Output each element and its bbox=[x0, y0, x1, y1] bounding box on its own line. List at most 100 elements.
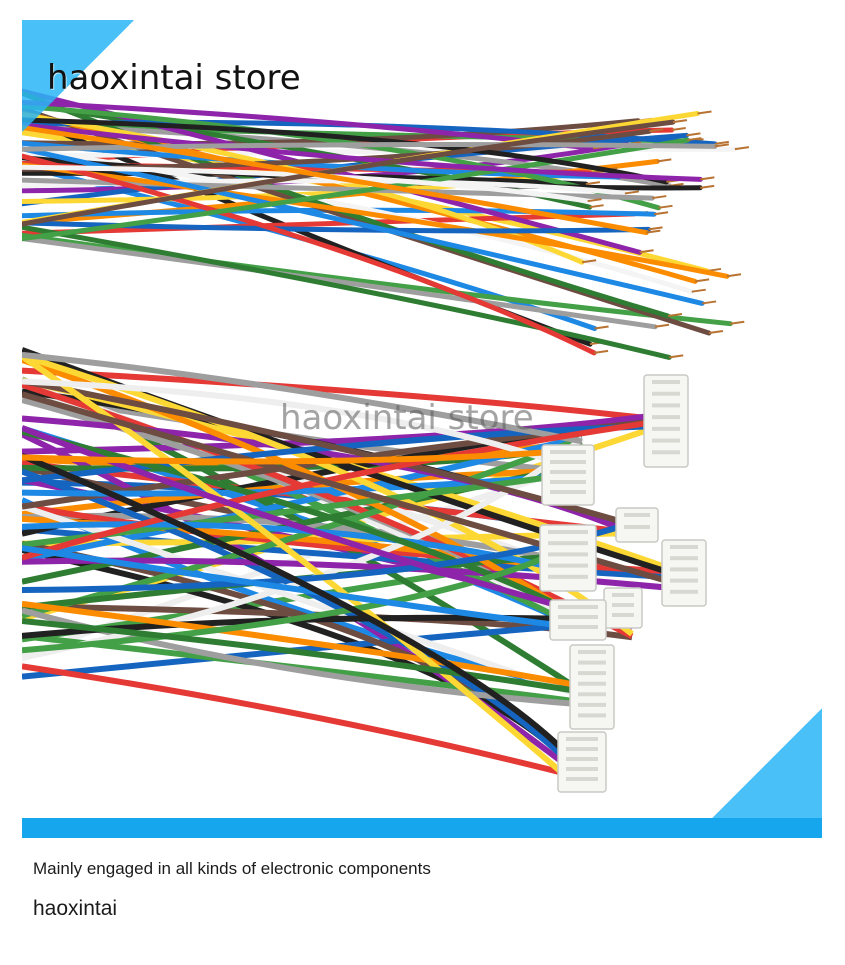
connector-slot bbox=[652, 380, 680, 384]
copper-tip bbox=[726, 273, 742, 278]
copper-tip bbox=[691, 288, 706, 293]
corner-accent-top-left bbox=[22, 20, 134, 132]
harness-wire bbox=[22, 663, 583, 781]
wire-harness-illustration bbox=[22, 88, 750, 793]
stripped-wire bbox=[22, 232, 733, 327]
connector-slot bbox=[578, 681, 606, 686]
copper-tip bbox=[653, 211, 669, 216]
connector-housings bbox=[539, 374, 707, 793]
copper-tip bbox=[697, 110, 712, 115]
connector-slot bbox=[652, 438, 680, 443]
harness-wire bbox=[22, 446, 583, 465]
copper-tip bbox=[714, 143, 729, 148]
harness-wire bbox=[22, 367, 673, 425]
copper-tip bbox=[730, 320, 745, 325]
stripped-wire bbox=[22, 153, 597, 356]
connector-slot bbox=[548, 552, 588, 557]
connector-slot bbox=[566, 737, 598, 741]
stripped-wire bbox=[22, 224, 672, 360]
store-brand-name: haoxintai bbox=[33, 897, 118, 920]
copper-tip bbox=[734, 146, 750, 151]
connector-slot bbox=[670, 578, 698, 583]
copper-tip bbox=[686, 132, 701, 137]
copper-tip bbox=[589, 204, 604, 209]
stripped-wire bbox=[22, 164, 591, 204]
copper-tip bbox=[658, 204, 673, 209]
connector-housing bbox=[569, 644, 615, 730]
copper-tip bbox=[714, 140, 730, 145]
connector-housing bbox=[661, 539, 707, 607]
copper-tip bbox=[667, 313, 683, 317]
connector-slot bbox=[670, 589, 698, 594]
copper-tip bbox=[639, 249, 654, 254]
connector-slot bbox=[578, 671, 606, 676]
copper-tip bbox=[657, 158, 672, 163]
connector-slot bbox=[578, 702, 606, 707]
connector-slot bbox=[612, 613, 634, 617]
connector-slot bbox=[548, 541, 588, 546]
harness-wire bbox=[22, 468, 585, 778]
store-watermark-top: haoxintai store bbox=[47, 58, 301, 98]
lower-wire-bundle bbox=[22, 347, 684, 793]
copper-tip bbox=[593, 349, 609, 354]
connector-slot bbox=[578, 692, 606, 697]
harness-wire bbox=[22, 633, 603, 708]
connector-slot bbox=[612, 593, 634, 597]
stripped-wire bbox=[22, 142, 718, 152]
harness-wire bbox=[22, 600, 603, 694]
connector-slot bbox=[670, 556, 698, 561]
connector-slot bbox=[550, 490, 586, 494]
connector-slot bbox=[624, 513, 650, 517]
stripped-wire bbox=[22, 162, 730, 279]
harness-wire bbox=[22, 453, 585, 772]
connector-slot bbox=[652, 450, 680, 455]
stripped-wire bbox=[22, 117, 669, 185]
connector-housing bbox=[643, 374, 689, 468]
connector-slot bbox=[558, 625, 598, 629]
harness-wire bbox=[22, 409, 673, 455]
stripped-wire bbox=[22, 236, 658, 330]
harness-wire bbox=[22, 352, 634, 637]
stripped-wire bbox=[22, 137, 690, 242]
connector-housing bbox=[539, 524, 597, 592]
connector-slot bbox=[566, 747, 598, 751]
connector-slot bbox=[566, 767, 598, 771]
corner-accent-bottom-right bbox=[711, 708, 822, 819]
connector-slot bbox=[652, 415, 680, 420]
copper-tip bbox=[708, 330, 724, 335]
harness-wire bbox=[22, 545, 583, 631]
connector-slot bbox=[566, 777, 598, 781]
copper-tip bbox=[624, 190, 640, 195]
harness-wire bbox=[22, 351, 583, 445]
connector-slot bbox=[548, 530, 588, 534]
copper-tip bbox=[652, 195, 667, 200]
upper-wire-bundle bbox=[22, 88, 750, 360]
connector-slot bbox=[550, 450, 586, 454]
connector-slot bbox=[612, 603, 634, 607]
connector-slot bbox=[670, 545, 698, 549]
connector-slot bbox=[550, 460, 586, 464]
connector-slot bbox=[548, 563, 588, 568]
connector-slot bbox=[652, 391, 680, 396]
store-watermark-middle: haoxintai store bbox=[280, 398, 534, 438]
connector-housing bbox=[549, 599, 607, 641]
copper-tip bbox=[701, 300, 717, 305]
copper-tip bbox=[654, 323, 670, 328]
connector-slot bbox=[652, 403, 680, 408]
connector-slot bbox=[652, 426, 680, 431]
copper-tip bbox=[694, 278, 710, 283]
connector-slot bbox=[578, 660, 606, 665]
stripped-wire bbox=[22, 106, 712, 336]
stripped-wire bbox=[22, 140, 622, 180]
connector-slot bbox=[558, 605, 598, 609]
copper-tip bbox=[700, 184, 715, 189]
copper-tip bbox=[594, 325, 609, 330]
connector-slot bbox=[550, 470, 586, 474]
product-photo bbox=[22, 20, 822, 820]
connector-slot bbox=[670, 567, 698, 572]
copper-tip bbox=[669, 354, 684, 359]
store-tagline: Mainly engaged in all kinds of electroni… bbox=[33, 859, 431, 878]
stripped-wire bbox=[22, 125, 649, 236]
copper-tip bbox=[585, 181, 600, 186]
harness-wire bbox=[22, 353, 584, 793]
